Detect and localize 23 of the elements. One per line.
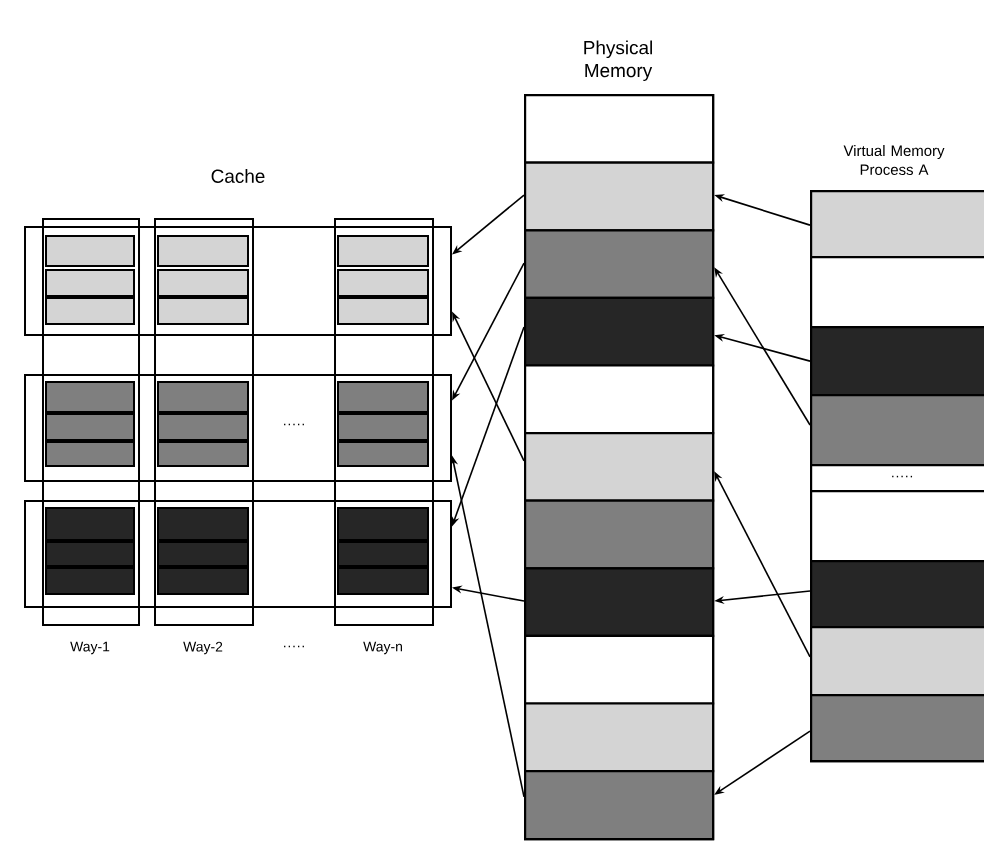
memory-row [524, 770, 715, 841]
column-heading: Physical Memory [584, 40, 653, 81]
memory-row [524, 432, 715, 502]
memory-row [810, 626, 984, 697]
cache-set-box [24, 500, 452, 608]
memory-row [810, 326, 984, 397]
cache-set-box [24, 226, 452, 336]
memory-row [810, 190, 984, 259]
memory-row [524, 702, 715, 773]
memory-row [524, 296, 715, 367]
memory-row [810, 694, 984, 763]
memory-row [810, 256, 984, 329]
memory-row [524, 634, 715, 705]
memory-row [524, 567, 715, 637]
memory-row [810, 560, 984, 629]
memory-row [524, 94, 715, 164]
cache-heading: Cache [211, 169, 265, 183]
memory-row [810, 394, 984, 467]
memory-row [524, 161, 715, 232]
memory-row [524, 364, 715, 435]
cache-set-box [24, 374, 452, 482]
memory-row [524, 499, 715, 570]
memory-row [524, 229, 715, 299]
